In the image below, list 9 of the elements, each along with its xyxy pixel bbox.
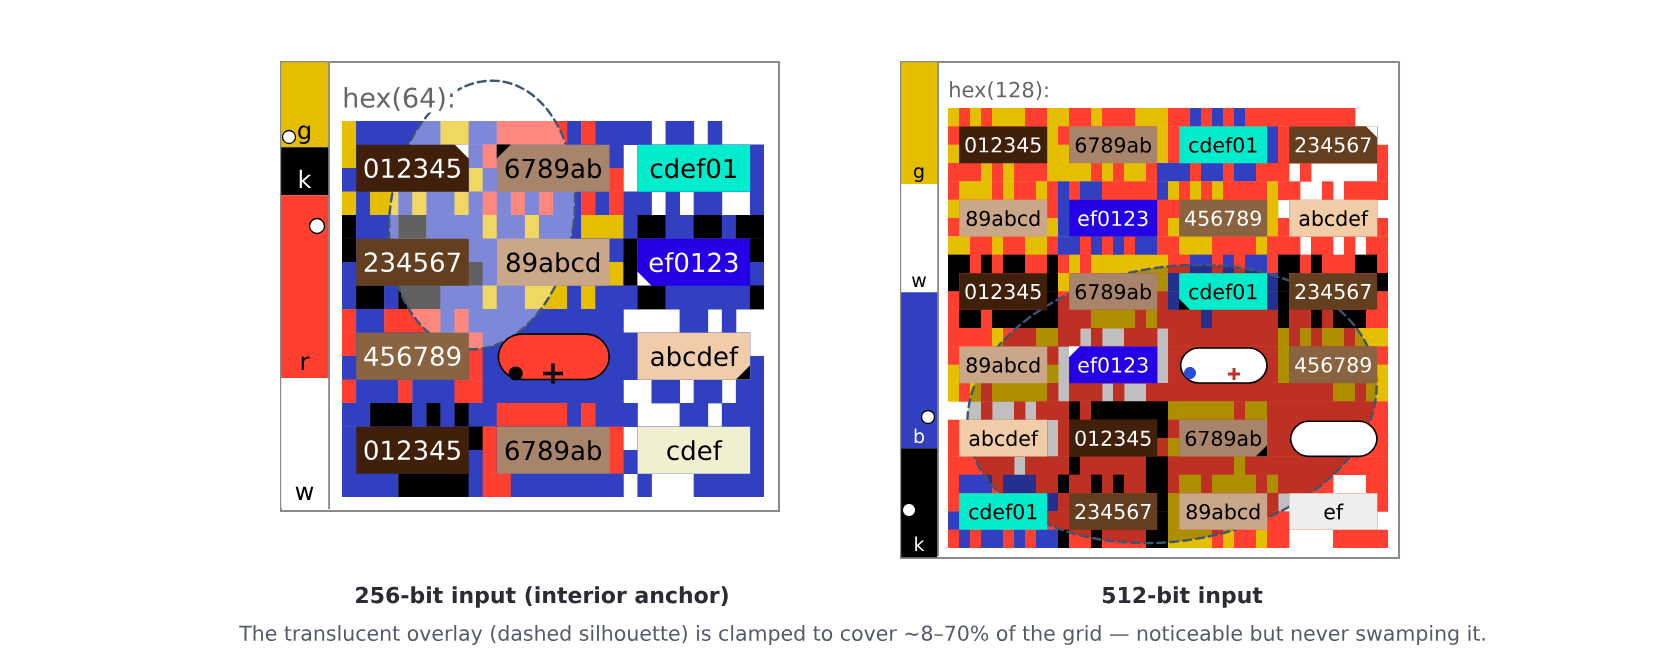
node-label: w: [295, 486, 314, 500]
color-band: k: [281, 147, 329, 196]
color-band: w: [281, 378, 329, 509]
caption: The translucent overlay (dashed silhouette) is clamped to cover ~8–70% of the grid — noticeable but never swamping it.: [239, 625, 1485, 645]
node-label: w: [912, 276, 926, 287]
color-band: g: [281, 62, 329, 148]
panel-title: 256-bit input (interior anchor): [356, 586, 728, 608]
color-band: r: [281, 195, 329, 379]
panel-title: 512-bit input: [1102, 586, 1263, 608]
